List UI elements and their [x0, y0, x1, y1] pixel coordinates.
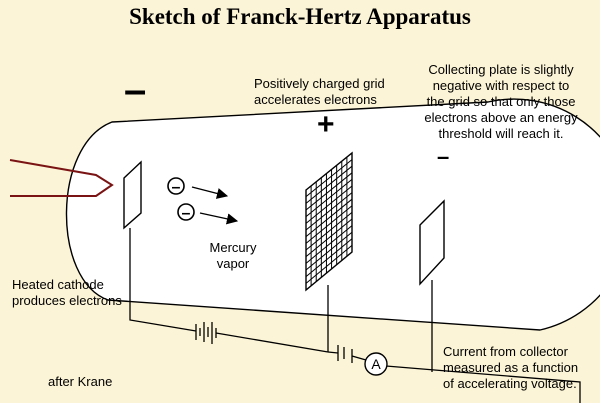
page-title: Sketch of Franck-Hertz Apparatus	[129, 4, 471, 29]
collector-negative-sign: –	[437, 144, 450, 169]
svg-text:–: –	[182, 205, 191, 222]
accelerating-grid	[305, 151, 353, 292]
credit-label: after Krane	[48, 374, 113, 389]
heater-filament	[9, 159, 114, 197]
cathode-negative-sign: –	[124, 68, 147, 112]
electron: –	[167, 177, 185, 196]
mercury-vapor-label: Mercury vapor	[209, 240, 257, 271]
svg-text:–: –	[172, 179, 181, 196]
current-label: Current from collector measured as a fun…	[443, 344, 579, 391]
grid-positive-sign: +	[317, 108, 335, 141]
circuit-wiring	[129, 228, 581, 403]
ammeter: A	[364, 352, 388, 376]
accelerating-battery	[195, 322, 217, 344]
electron: –	[177, 203, 195, 222]
collector-plate	[419, 199, 445, 286]
cathode-label: Heated cathode produces electrons	[12, 277, 122, 308]
cathode-plate	[123, 160, 142, 230]
svg-text:A: A	[371, 356, 381, 372]
retarding-battery	[337, 345, 353, 363]
electron-arrow	[191, 186, 229, 199]
grid-label: Positively charged grid accelerates elec…	[254, 76, 385, 107]
collector-label: Collecting plate is slightly negative wi…	[424, 62, 578, 141]
electron-arrow	[199, 212, 239, 225]
